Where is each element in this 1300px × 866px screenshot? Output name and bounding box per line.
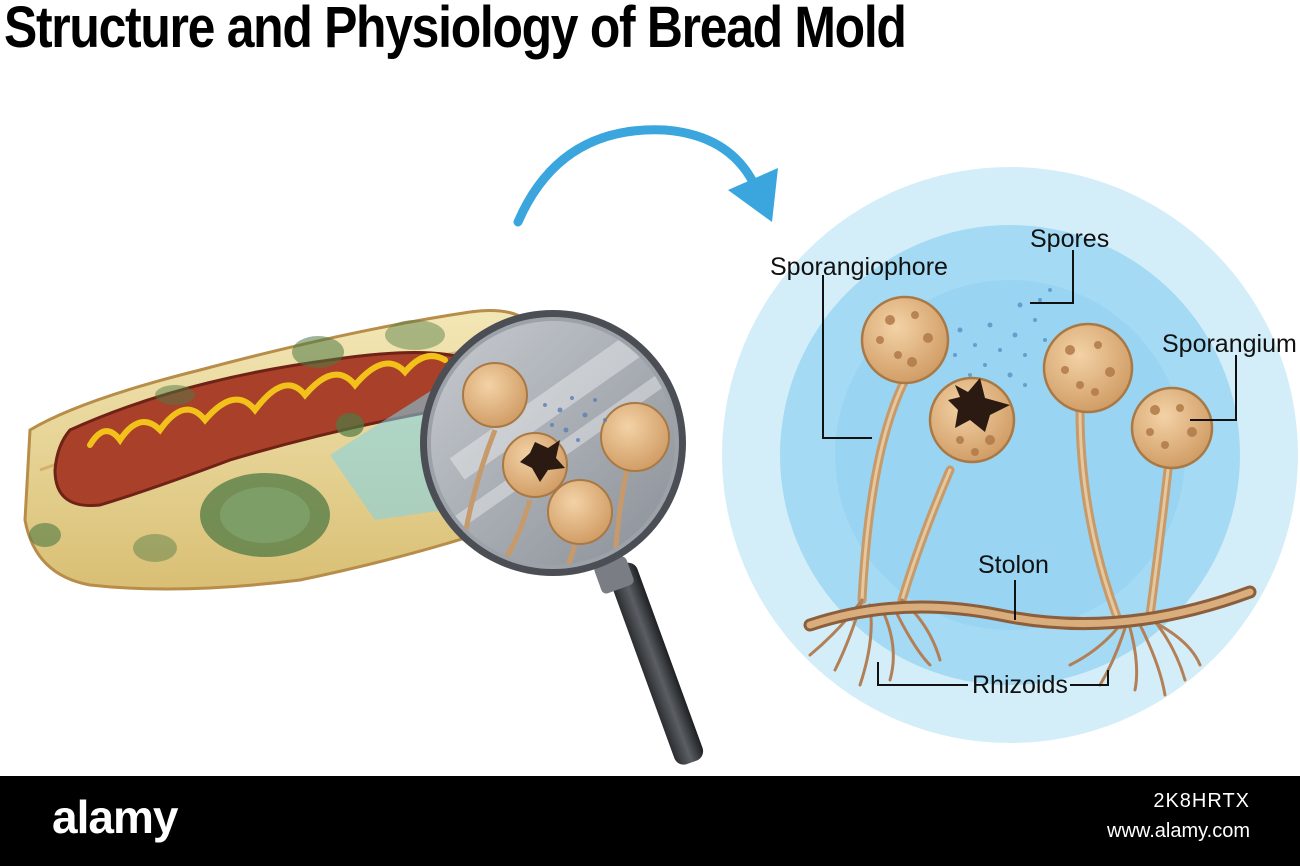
diagram-art: Sporangiophore Spores Sporangium Stolon …	[23, 125, 1298, 765]
page-title: Structure and Physiology of Bread Mold	[4, 0, 907, 60]
label-rhizoids: Rhizoids	[972, 671, 1068, 699]
site-url: www.alamy.com	[1107, 820, 1250, 842]
footer-bar: alamy 2K8HRTX www.alamy.com	[0, 776, 1300, 866]
curved-arrow-icon	[513, 125, 778, 227]
magnifying-glass-icon	[420, 310, 704, 765]
label-sporangiophore: Sporangiophore	[770, 253, 948, 281]
bread-mold-icon: Sporangiophore Spores Sporangium Stolon …	[722, 167, 1298, 743]
image-id: 2K8HRTX	[1153, 790, 1250, 812]
brand-logo: alamy	[52, 791, 178, 843]
hotdog-icon	[23, 308, 537, 591]
label-stolon: Stolon	[978, 551, 1049, 579]
label-sporangium: Sporangium	[1162, 330, 1297, 358]
label-spores: Spores	[1030, 225, 1109, 253]
